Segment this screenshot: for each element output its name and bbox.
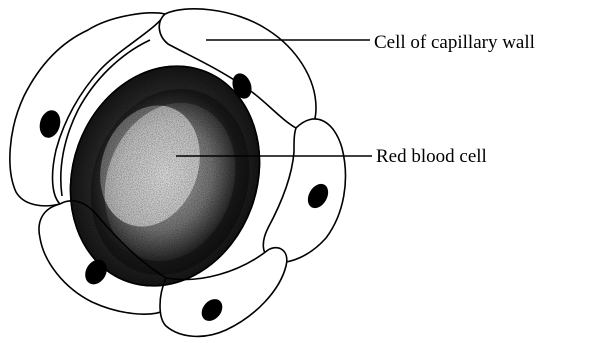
capillary-wall-cell-right: [263, 119, 345, 262]
label-capillary-wall-cell: Cell of capillary wall: [374, 33, 535, 52]
label-red-blood-cell: Red blood cell: [376, 147, 487, 166]
